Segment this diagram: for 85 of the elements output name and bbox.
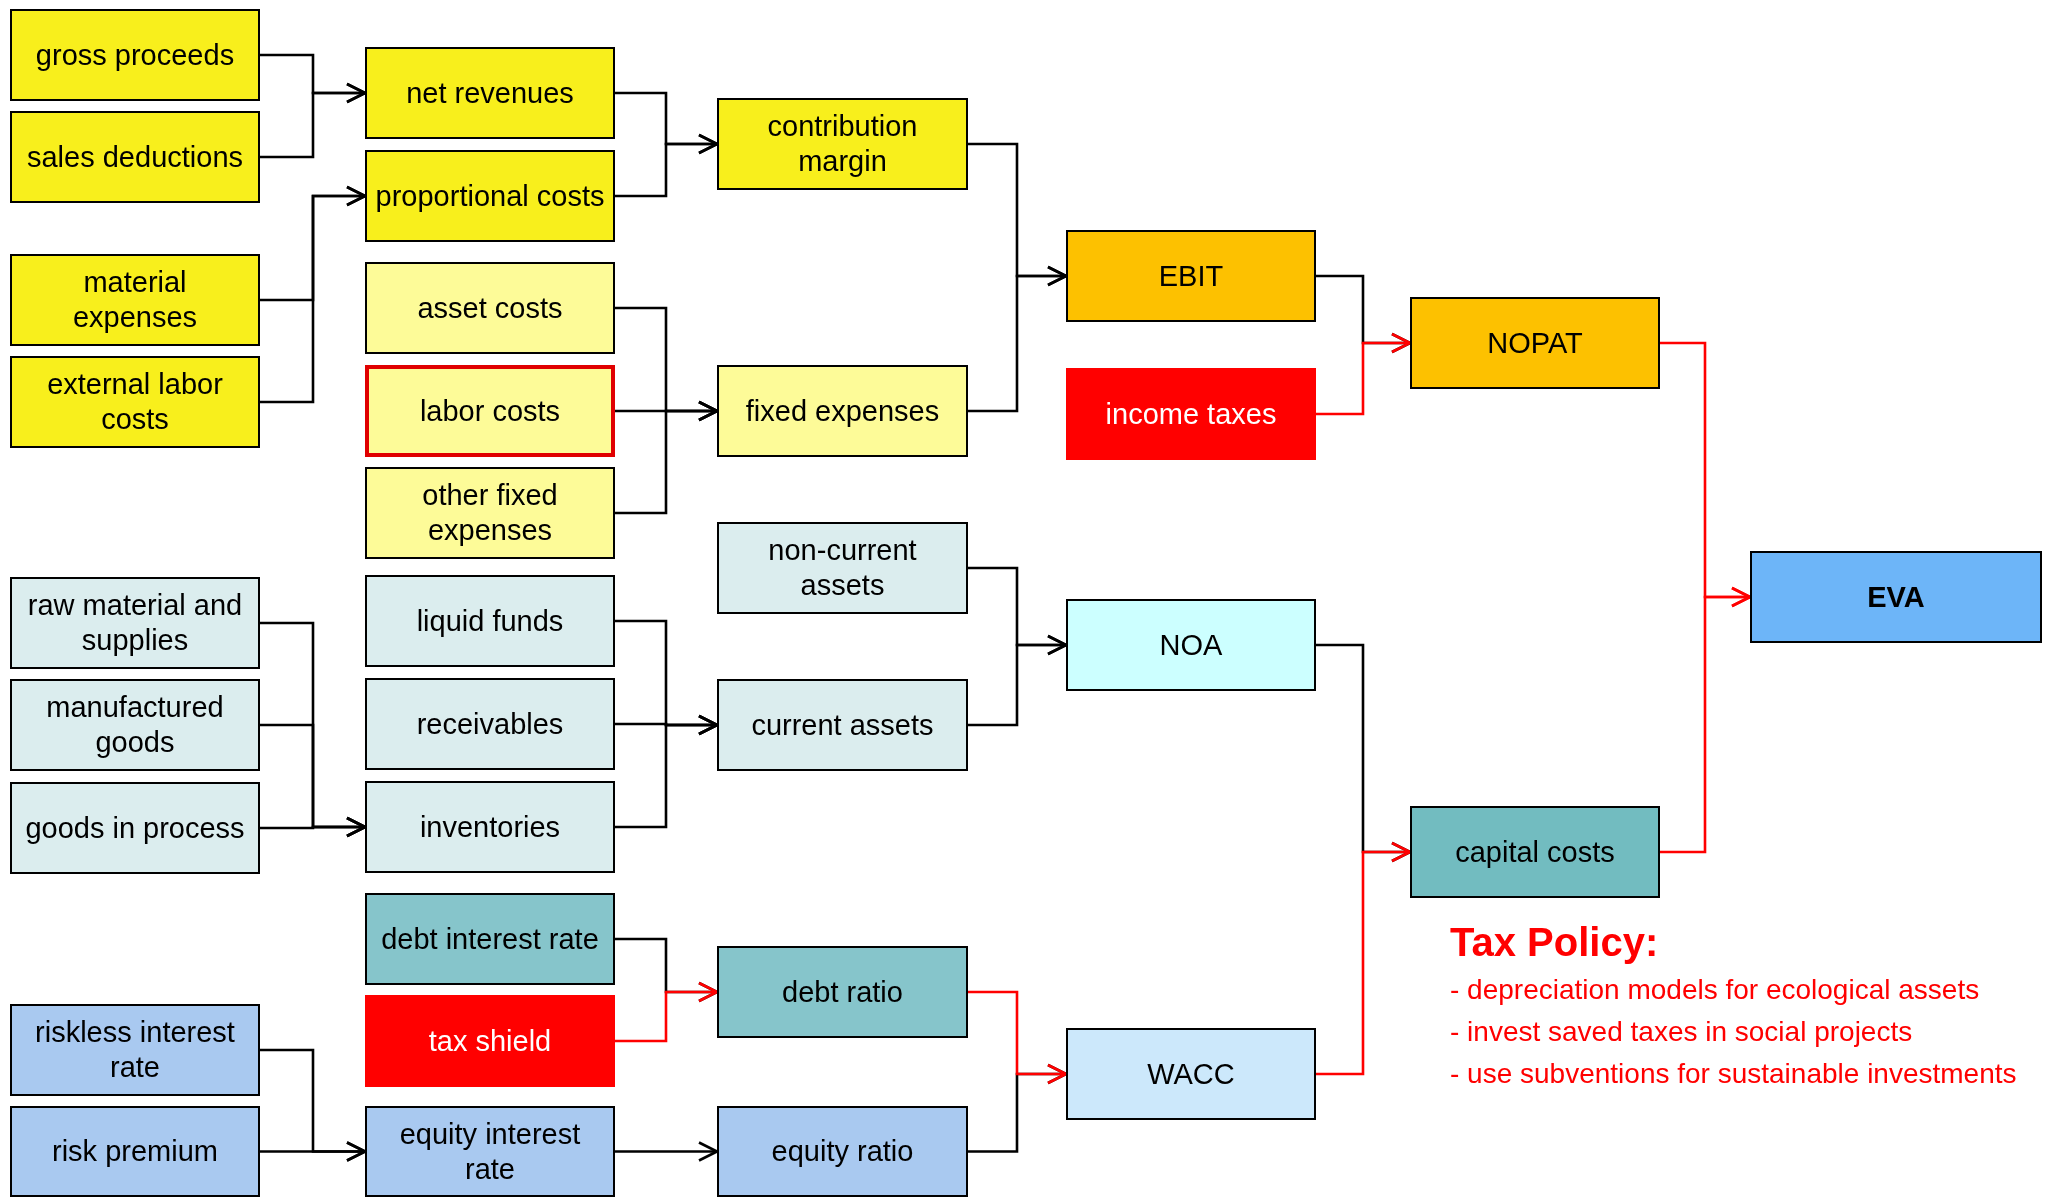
note-heading: Tax Policy: [1450, 920, 1660, 965]
box-label: receivables [416, 706, 564, 742]
process-box [365, 575, 615, 667]
process-box [365, 150, 615, 242]
box-label: NOA [1159, 627, 1223, 663]
arrow [1660, 586, 1752, 854]
arrow [260, 816, 367, 838]
box-label: raw material and supplies [26, 588, 244, 658]
process-box [365, 467, 615, 559]
note-bullet: - invest saved taxes in social projects [1450, 1015, 1914, 1049]
process-box [717, 946, 968, 1038]
arrow [260, 82, 367, 159]
arrow [615, 133, 719, 198]
arrow [615, 981, 719, 1043]
box-label: tax shield [428, 1023, 552, 1059]
process-box [365, 365, 615, 457]
process-box [10, 577, 260, 669]
box-label: income taxes [1105, 396, 1277, 432]
box-label: liquid funds [416, 603, 564, 639]
process-box [365, 1106, 615, 1197]
process-box [365, 678, 615, 770]
arrow [968, 990, 1068, 1085]
process-box [1066, 599, 1316, 691]
process-box [365, 893, 615, 985]
process-box [1066, 1028, 1316, 1120]
process-box [717, 98, 968, 190]
process-box [365, 781, 615, 873]
process-box [10, 9, 260, 101]
arrow [615, 1141, 719, 1162]
box-label: external labor costs [46, 367, 224, 437]
box-label: debt ratio [782, 974, 903, 1010]
process-box [10, 111, 260, 203]
process-box [717, 1106, 968, 1197]
process-box [10, 679, 260, 771]
process-box [10, 782, 260, 874]
box-label: labor costs [419, 393, 561, 429]
arrow [615, 400, 719, 515]
box-label: proportional costs [375, 178, 605, 214]
note-bullet: - depreciation models for ecological assets [1450, 973, 1981, 1007]
arrow [968, 265, 1068, 413]
box-label: material expenses [71, 265, 199, 335]
box-label: capital costs [1455, 834, 1615, 870]
process-box [10, 356, 260, 448]
arrow [1316, 332, 1412, 416]
box-label: non-current assets [767, 533, 918, 603]
box-label: NOPAT [1487, 325, 1583, 361]
box-label: manufactured goods [45, 690, 225, 760]
box-label: asset costs [417, 290, 563, 326]
arrow [1316, 841, 1412, 1076]
box-label: gross proceeds [35, 37, 235, 73]
box-label: WACC [1147, 1056, 1235, 1092]
process-box [365, 995, 615, 1087]
process-box [1066, 230, 1316, 322]
process-box [717, 365, 968, 457]
box-label: EBIT [1158, 258, 1224, 294]
box-label: equity interest rate [398, 1116, 582, 1187]
process-box [1066, 368, 1316, 460]
arrow [615, 714, 719, 829]
process-box [365, 262, 615, 354]
arrow [260, 1141, 367, 1162]
process-box [1750, 551, 2042, 643]
arrow [968, 634, 1068, 727]
process-box [1410, 297, 1660, 389]
process-box [10, 1106, 260, 1197]
box-label: goods in process [25, 810, 245, 846]
note-bullet: - use subventions for sustainable investments [1450, 1057, 2018, 1091]
box-label: risk premium [52, 1134, 218, 1169]
process-box [1410, 806, 1660, 898]
box-label: EVA [1867, 579, 1925, 615]
box-label: inventories [419, 809, 561, 845]
process-box [10, 254, 260, 346]
box-label: contribution margin [766, 109, 919, 179]
box-label: sales deductions [27, 139, 243, 175]
process-box [365, 47, 615, 139]
box-label: equity ratio [771, 1134, 914, 1169]
process-box [10, 1004, 260, 1096]
box-label: debt interest rate [381, 921, 599, 957]
box-label: net revenues [406, 75, 574, 111]
process-box [717, 679, 968, 771]
box-label: other fixed expenses [421, 478, 559, 548]
box-label: current assets [751, 707, 934, 743]
process-box [717, 522, 968, 614]
arrow [260, 185, 367, 404]
box-label: fixed expenses [745, 393, 940, 429]
box-label: riskless interest rate [34, 1015, 236, 1085]
